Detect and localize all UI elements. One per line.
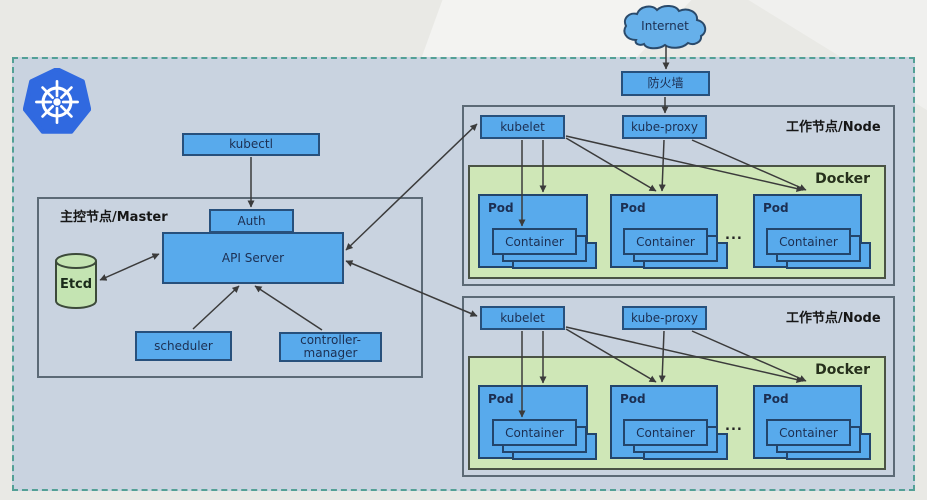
container-label: Container xyxy=(505,425,564,440)
node1-kube-proxy-label: kube-proxy xyxy=(631,119,698,134)
node1-kubelet-box: kubelet xyxy=(480,115,565,139)
controller-manager-box: controller- manager xyxy=(279,332,382,362)
pod-label: Pod xyxy=(763,392,789,406)
kubectl-label: kubectl xyxy=(229,137,273,152)
worker-node-2-box xyxy=(462,296,895,477)
internet-label: Internet xyxy=(641,19,689,33)
container-label: Container xyxy=(779,425,838,440)
kubectl-box: kubectl xyxy=(182,133,320,156)
firewall-label: 防火墙 xyxy=(647,76,684,91)
node2-docker-label: Docker xyxy=(815,362,870,378)
container-box: Container xyxy=(623,228,708,255)
api-server-label: API Server xyxy=(221,250,285,265)
etcd-label: Etcd xyxy=(60,277,92,292)
worker-node-2-label: 工作节点/Node xyxy=(786,311,881,326)
node2-pod-3: Pod Container xyxy=(753,385,871,460)
pod-label: Pod xyxy=(763,201,789,215)
container-label: Container xyxy=(505,234,564,249)
pods-ellipsis: ... xyxy=(725,228,743,243)
node2-pod-2: Pod Container xyxy=(610,385,728,460)
node2-kube-proxy-box: kube-proxy xyxy=(622,306,707,330)
container-label: Container xyxy=(636,234,695,249)
master-label: 主控节点/Master xyxy=(60,210,168,225)
pod-label: Pod xyxy=(620,392,646,406)
container-label: Container xyxy=(636,425,695,440)
container-box: Container xyxy=(623,419,708,446)
node1-kube-proxy-box: kube-proxy xyxy=(622,115,707,139)
pod-label: Pod xyxy=(488,392,514,406)
node1-pod-1: Pod Container xyxy=(478,194,597,269)
node1-docker-label: Docker xyxy=(815,171,870,187)
node1-kubelet-label: kubelet xyxy=(500,119,545,134)
etcd-cylinder: Etcd xyxy=(55,253,97,309)
pod-label: Pod xyxy=(620,201,646,215)
pod-label: Pod xyxy=(488,201,514,215)
node2-kubelet-box: kubelet xyxy=(480,306,565,330)
auth-label: Auth xyxy=(237,213,266,228)
container-box: Container xyxy=(766,419,851,446)
kubernetes-logo-icon xyxy=(23,68,91,134)
pods-ellipsis: ... xyxy=(725,419,743,434)
internet-cloud: Internet xyxy=(623,5,707,50)
container-box: Container xyxy=(492,228,577,255)
firewall-box: 防火墙 xyxy=(621,71,710,96)
api-server-box: API Server xyxy=(162,232,344,284)
container-label: Container xyxy=(779,234,838,249)
node1-pod-2: Pod Container xyxy=(610,194,728,269)
container-box: Container xyxy=(766,228,851,255)
node2-kube-proxy-label: kube-proxy xyxy=(631,310,698,325)
node2-pod-1: Pod Container xyxy=(478,385,597,460)
node2-kubelet-label: kubelet xyxy=(500,310,545,325)
node1-pod-3: Pod Container xyxy=(753,194,871,269)
auth-box: Auth xyxy=(209,209,294,233)
scheduler-box: scheduler xyxy=(135,331,232,361)
controller-manager-label-line1: controller- xyxy=(300,333,361,348)
container-box: Container xyxy=(492,419,577,446)
controller-manager-label-line2: manager xyxy=(303,346,358,360)
worker-node-1-label: 工作节点/Node xyxy=(786,120,881,135)
scheduler-label: scheduler xyxy=(154,338,213,353)
